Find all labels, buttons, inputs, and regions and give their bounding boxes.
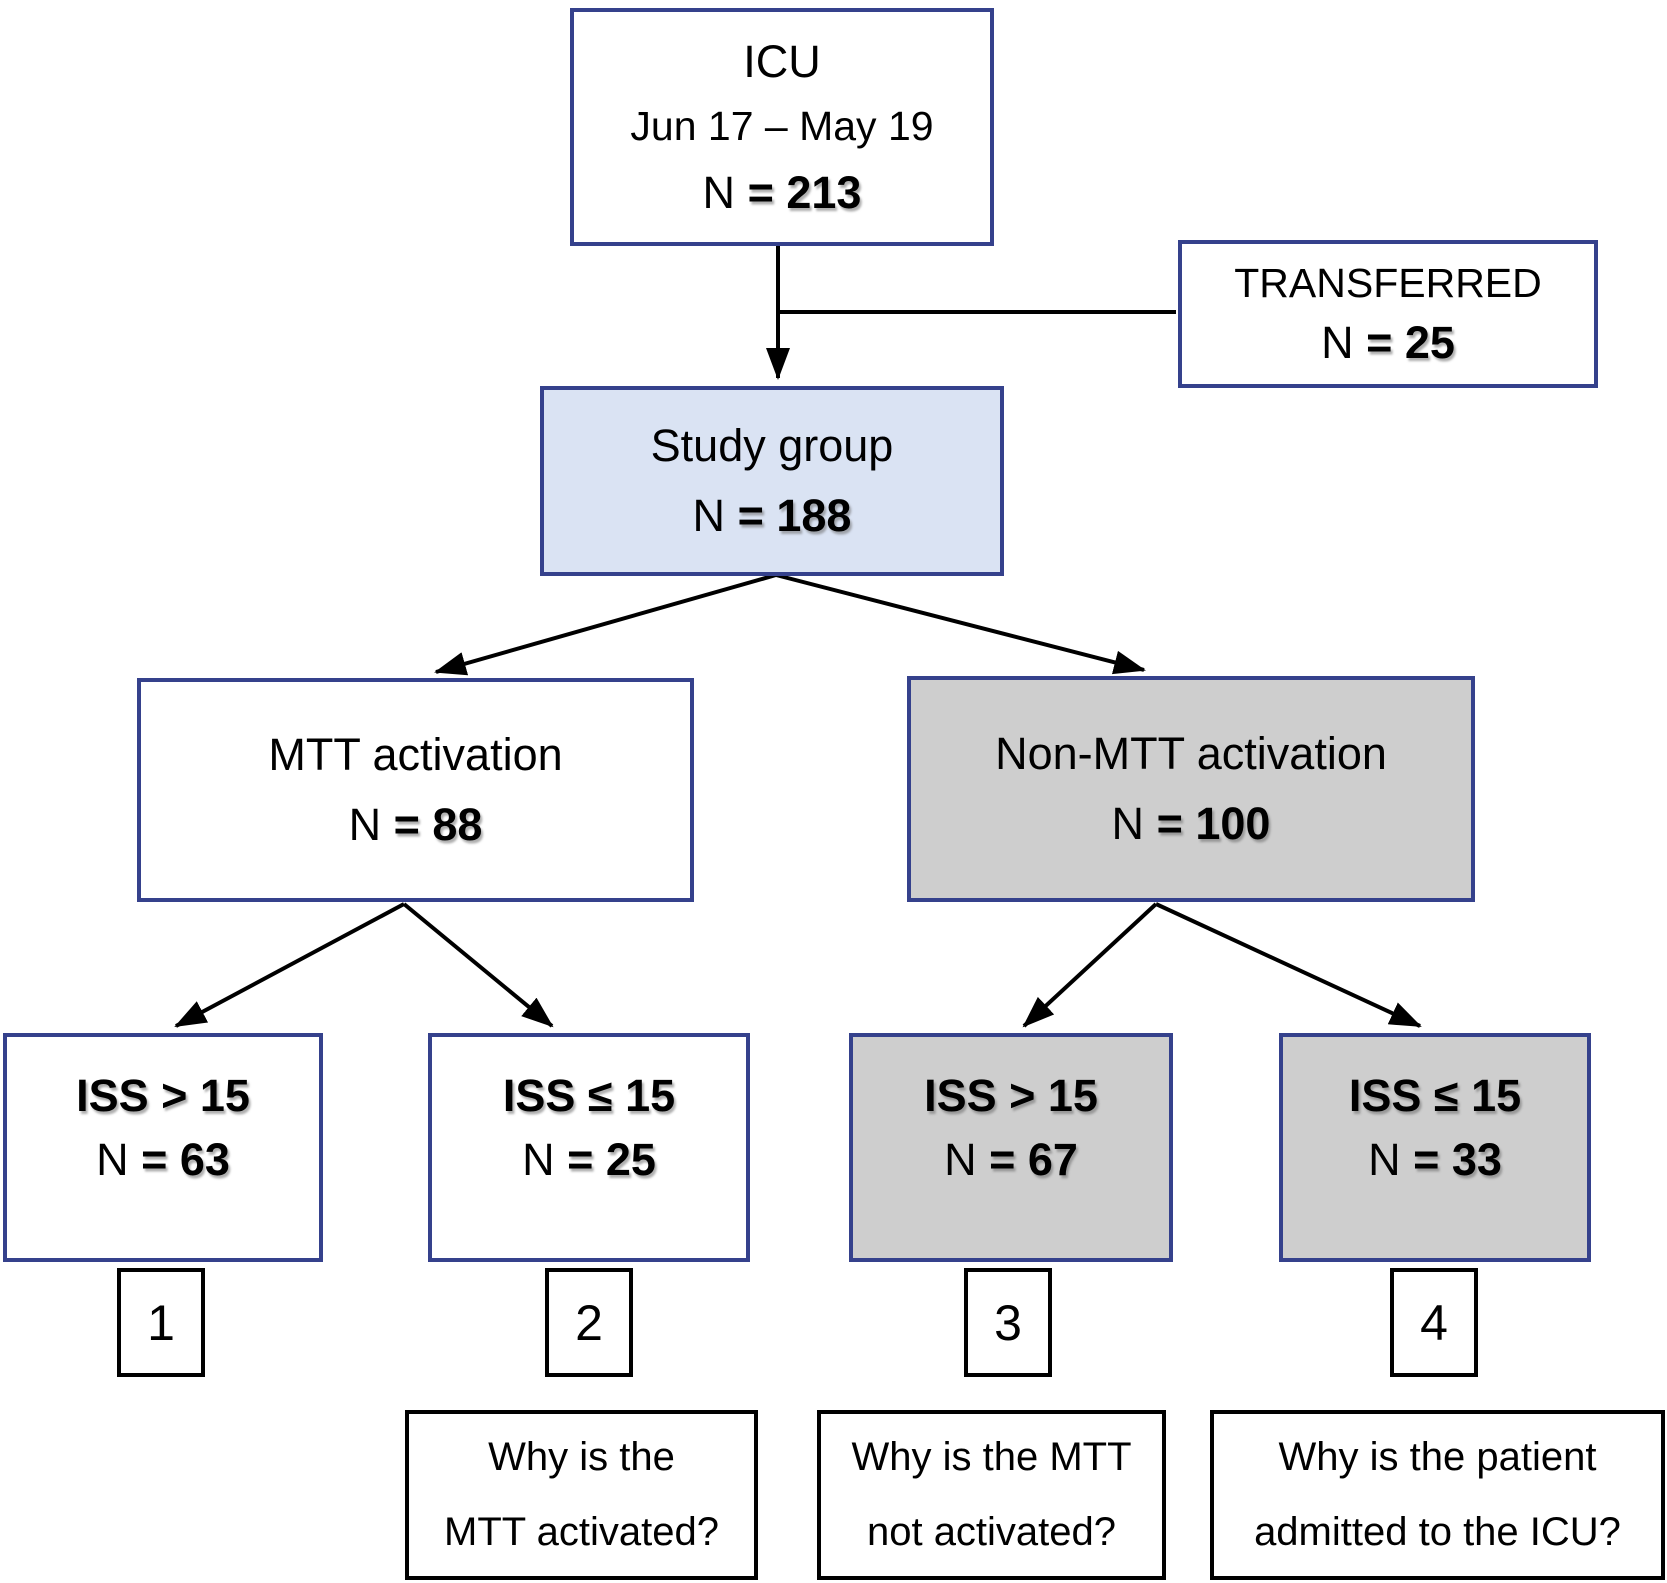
study-group-count: N = 188 (693, 490, 852, 542)
transferred-count-prefix: N (1321, 316, 1354, 368)
mtt-activation-count-prefix: N (348, 799, 382, 850)
non-mtt-iss-high-title: ISS > 15 (924, 1069, 1098, 1121)
group-number-4: 4 (1390, 1268, 1478, 1377)
connector-mtt-iss1 (174, 902, 405, 1028)
non-mtt-iss-low-count-prefix: N (1368, 1133, 1401, 1185)
mtt-iss-low-count-value: = 25 (567, 1133, 656, 1185)
mtt-iss-low-count: N = 25 (522, 1134, 656, 1186)
question-icu-admission-box: Why is the patient admitted to the ICU? (1210, 1410, 1665, 1580)
group-number-4-label: 4 (1420, 1294, 1448, 1351)
non-mtt-activation-count: N = 100 (1112, 798, 1271, 850)
non-mtt-activation-count-prefix: N (1111, 798, 1145, 849)
mtt-iss-low-title: ISS ≤ 15 (502, 1069, 676, 1121)
non-mtt-iss-low-box: ISS ≤ 15 N = 33 (1279, 1033, 1591, 1262)
study-group-title: Study group (650, 420, 894, 472)
group-number-1: 1 (117, 1268, 205, 1377)
transferred-title: TRANSFERRED (1234, 259, 1542, 306)
study-group-count-value: = 188 (737, 490, 852, 541)
icu-count: N = 213 (703, 167, 862, 219)
group-number-2: 2 (545, 1268, 633, 1377)
transferred-count-value: = 25 (1366, 316, 1455, 368)
mtt-iss-low-box: ISS ≤ 15 N = 25 (428, 1033, 750, 1262)
mtt-iss-high-count: N = 63 (96, 1134, 230, 1186)
non-mtt-iss-high-count-prefix: N (944, 1133, 977, 1185)
question-mtt-not-activated-line1: Why is the MTT (851, 1435, 1132, 1479)
icu-count-prefix: N (702, 166, 736, 218)
study-group-box: Study group N = 188 (540, 386, 1004, 576)
question-icu-admission-line1: Why is the patient (1278, 1435, 1597, 1479)
connector-nonmtt-iss4 (1155, 902, 1422, 1028)
connector-mtt-iss2 (402, 902, 554, 1028)
mtt-iss-high-title: ISS > 15 (76, 1069, 250, 1121)
group-number-2-label: 2 (575, 1294, 603, 1351)
mtt-activation-count-value: = 88 (393, 799, 483, 850)
mtt-iss-high-count-value: = 63 (141, 1133, 230, 1185)
transferred-count: N = 25 (1321, 317, 1455, 369)
group-number-3-label: 3 (994, 1294, 1022, 1351)
connector-nonmtt-iss3 (1022, 902, 1158, 1028)
mtt-activation-title: MTT activation (268, 729, 563, 781)
non-mtt-iss-low-count-value: = 33 (1413, 1133, 1502, 1185)
icu-box: ICU Jun 17 – May 19 N = 213 (570, 8, 994, 246)
mtt-iss-low-count-prefix: N (522, 1133, 555, 1185)
group-number-3: 3 (964, 1268, 1052, 1377)
question-mtt-not-activated-line2: not activated? (866, 1510, 1117, 1554)
connector-study-mtt (434, 573, 777, 676)
non-mtt-activation-box: Non-MTT activation N = 100 (907, 676, 1475, 902)
transferred-box: TRANSFERRED N = 25 (1178, 240, 1598, 388)
icu-date-range: Jun 17 – May 19 (630, 103, 934, 150)
question-mtt-activated-line1: Why is the (488, 1435, 675, 1479)
non-mtt-iss-high-count: N = 67 (944, 1134, 1078, 1186)
non-mtt-iss-high-count-value: = 67 (989, 1133, 1078, 1185)
question-icu-admission-line2: admitted to the ICU? (1254, 1510, 1621, 1554)
mtt-iss-high-count-prefix: N (96, 1133, 129, 1185)
mtt-activation-count: N = 88 (349, 799, 483, 851)
question-mtt-not-activated-box: Why is the MTT not activated? (817, 1410, 1166, 1580)
non-mtt-iss-high-box: ISS > 15 N = 67 (849, 1033, 1173, 1262)
group-number-1-label: 1 (147, 1294, 175, 1351)
study-group-count-prefix: N (692, 490, 726, 541)
non-mtt-iss-low-title: ISS ≤ 15 (1348, 1069, 1522, 1121)
connector-study-nonmtt (775, 573, 1146, 675)
icu-count-value: = 213 (747, 166, 862, 218)
question-mtt-activated-box: Why is the MTT activated? (405, 1410, 758, 1580)
mtt-activation-box: MTT activation N = 88 (137, 678, 694, 902)
icu-title: ICU (743, 35, 821, 87)
mtt-iss-high-box: ISS > 15 N = 63 (3, 1033, 323, 1262)
non-mtt-iss-low-count: N = 33 (1368, 1134, 1502, 1186)
non-mtt-activation-title: Non-MTT activation (995, 728, 1387, 780)
question-mtt-activated-line2: MTT activated? (444, 1510, 719, 1554)
non-mtt-activation-count-value: = 100 (1156, 798, 1271, 849)
